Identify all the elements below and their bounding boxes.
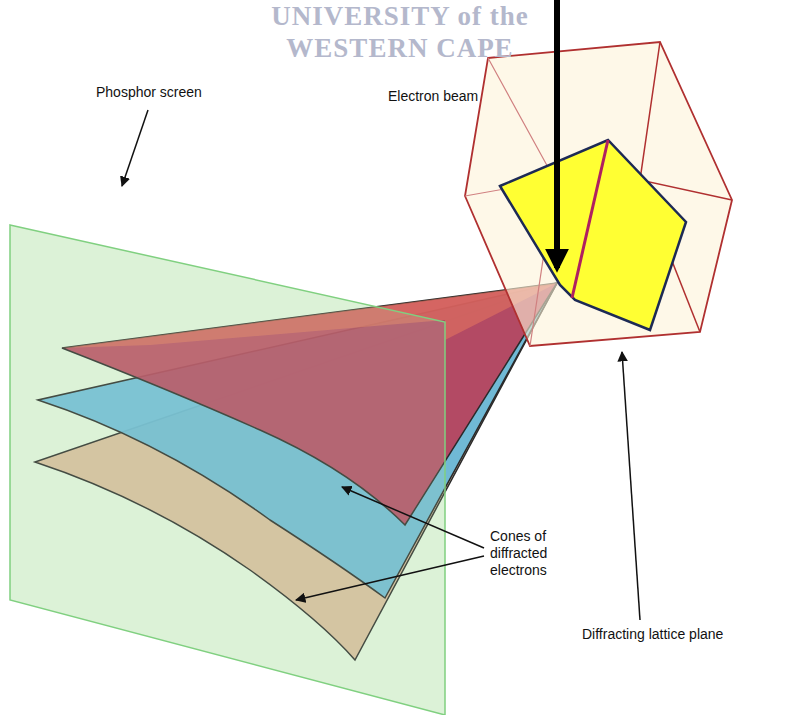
- watermark: WESTERN CAPE: [250, 32, 550, 64]
- watermark: UNIVERSITY of the: [250, 0, 550, 32]
- lattice-plane: [500, 140, 686, 330]
- phosphor-screen: [10, 225, 445, 715]
- electron-beam: [554, 0, 560, 268]
- crystal-cube: [465, 42, 732, 346]
- leader-line: [622, 352, 640, 620]
- leader-line: [122, 110, 148, 186]
- part-label: Diffracting lattice plane: [582, 626, 792, 643]
- phosphor-screen-outline: [10, 225, 445, 715]
- part-label: Cones of diffracted electrons: [490, 528, 566, 578]
- leader-line: [296, 556, 484, 600]
- part-label: Electron beam: [388, 88, 528, 105]
- part-label: Phosphor screen: [96, 84, 246, 101]
- leader-line: [342, 487, 484, 548]
